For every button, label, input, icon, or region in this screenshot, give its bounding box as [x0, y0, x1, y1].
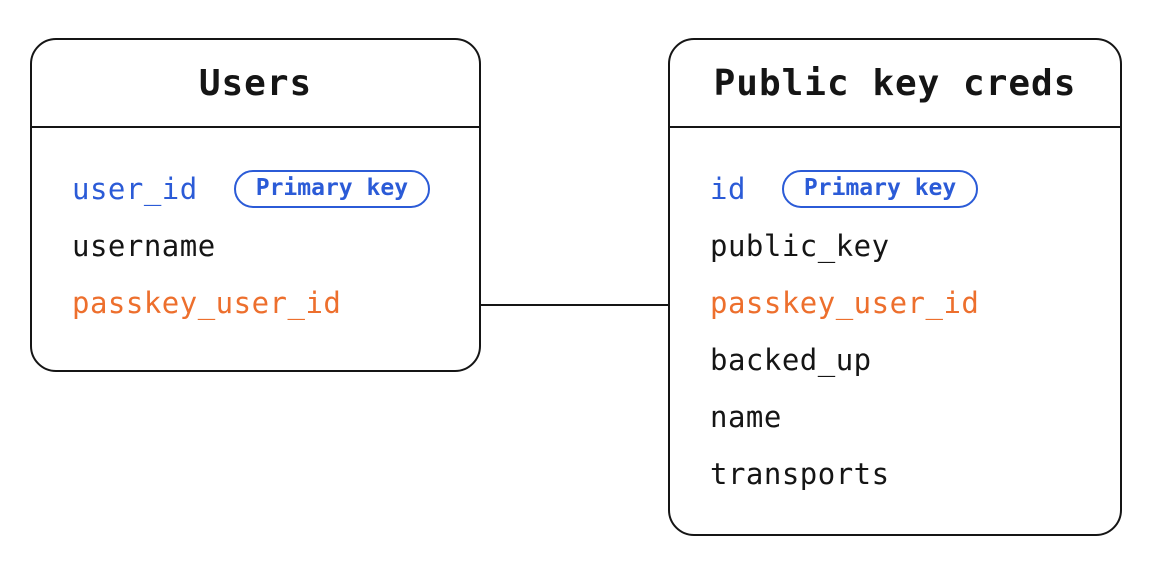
field-name-username: username [72, 228, 216, 263]
field-row: transports [710, 445, 1120, 502]
field-row: user_id Primary key [72, 160, 479, 217]
field-name-passkey-user-id: passkey_user_id [710, 285, 980, 320]
table-title: Public key creds [713, 62, 1077, 104]
field-name-public-key: public_key [710, 228, 890, 263]
table-title: Users [198, 62, 313, 104]
field-row: id Primary key [710, 160, 1120, 217]
field-row: passkey_user_id [72, 274, 479, 331]
table-public-key-creds-header: Public key creds [670, 40, 1120, 128]
field-name-user-id: user_id [72, 171, 198, 206]
table-users: Users user_id Primary key username passk… [30, 38, 481, 372]
table-users-body: user_id Primary key username passkey_use… [32, 128, 479, 331]
table-users-header: Users [32, 40, 479, 128]
table-public-key-creds: Public key creds id Primary key public_k… [668, 38, 1122, 536]
field-name-backed-up: backed_up [710, 342, 872, 377]
field-name-transports: transports [710, 456, 890, 491]
table-public-key-creds-body: id Primary key public_key passkey_user_i… [670, 128, 1120, 502]
field-row: name [710, 388, 1120, 445]
field-row: passkey_user_id [710, 274, 1120, 331]
field-name-id: id [710, 171, 746, 206]
field-row: backed_up [710, 331, 1120, 388]
field-name-passkey-user-id: passkey_user_id [72, 285, 342, 320]
field-row: username [72, 217, 479, 274]
field-name-name: name [710, 399, 782, 434]
relationship-line [481, 304, 668, 306]
primary-key-badge: Primary key [781, 169, 979, 208]
primary-key-badge: Primary key [233, 169, 431, 208]
field-row: public_key [710, 217, 1120, 274]
